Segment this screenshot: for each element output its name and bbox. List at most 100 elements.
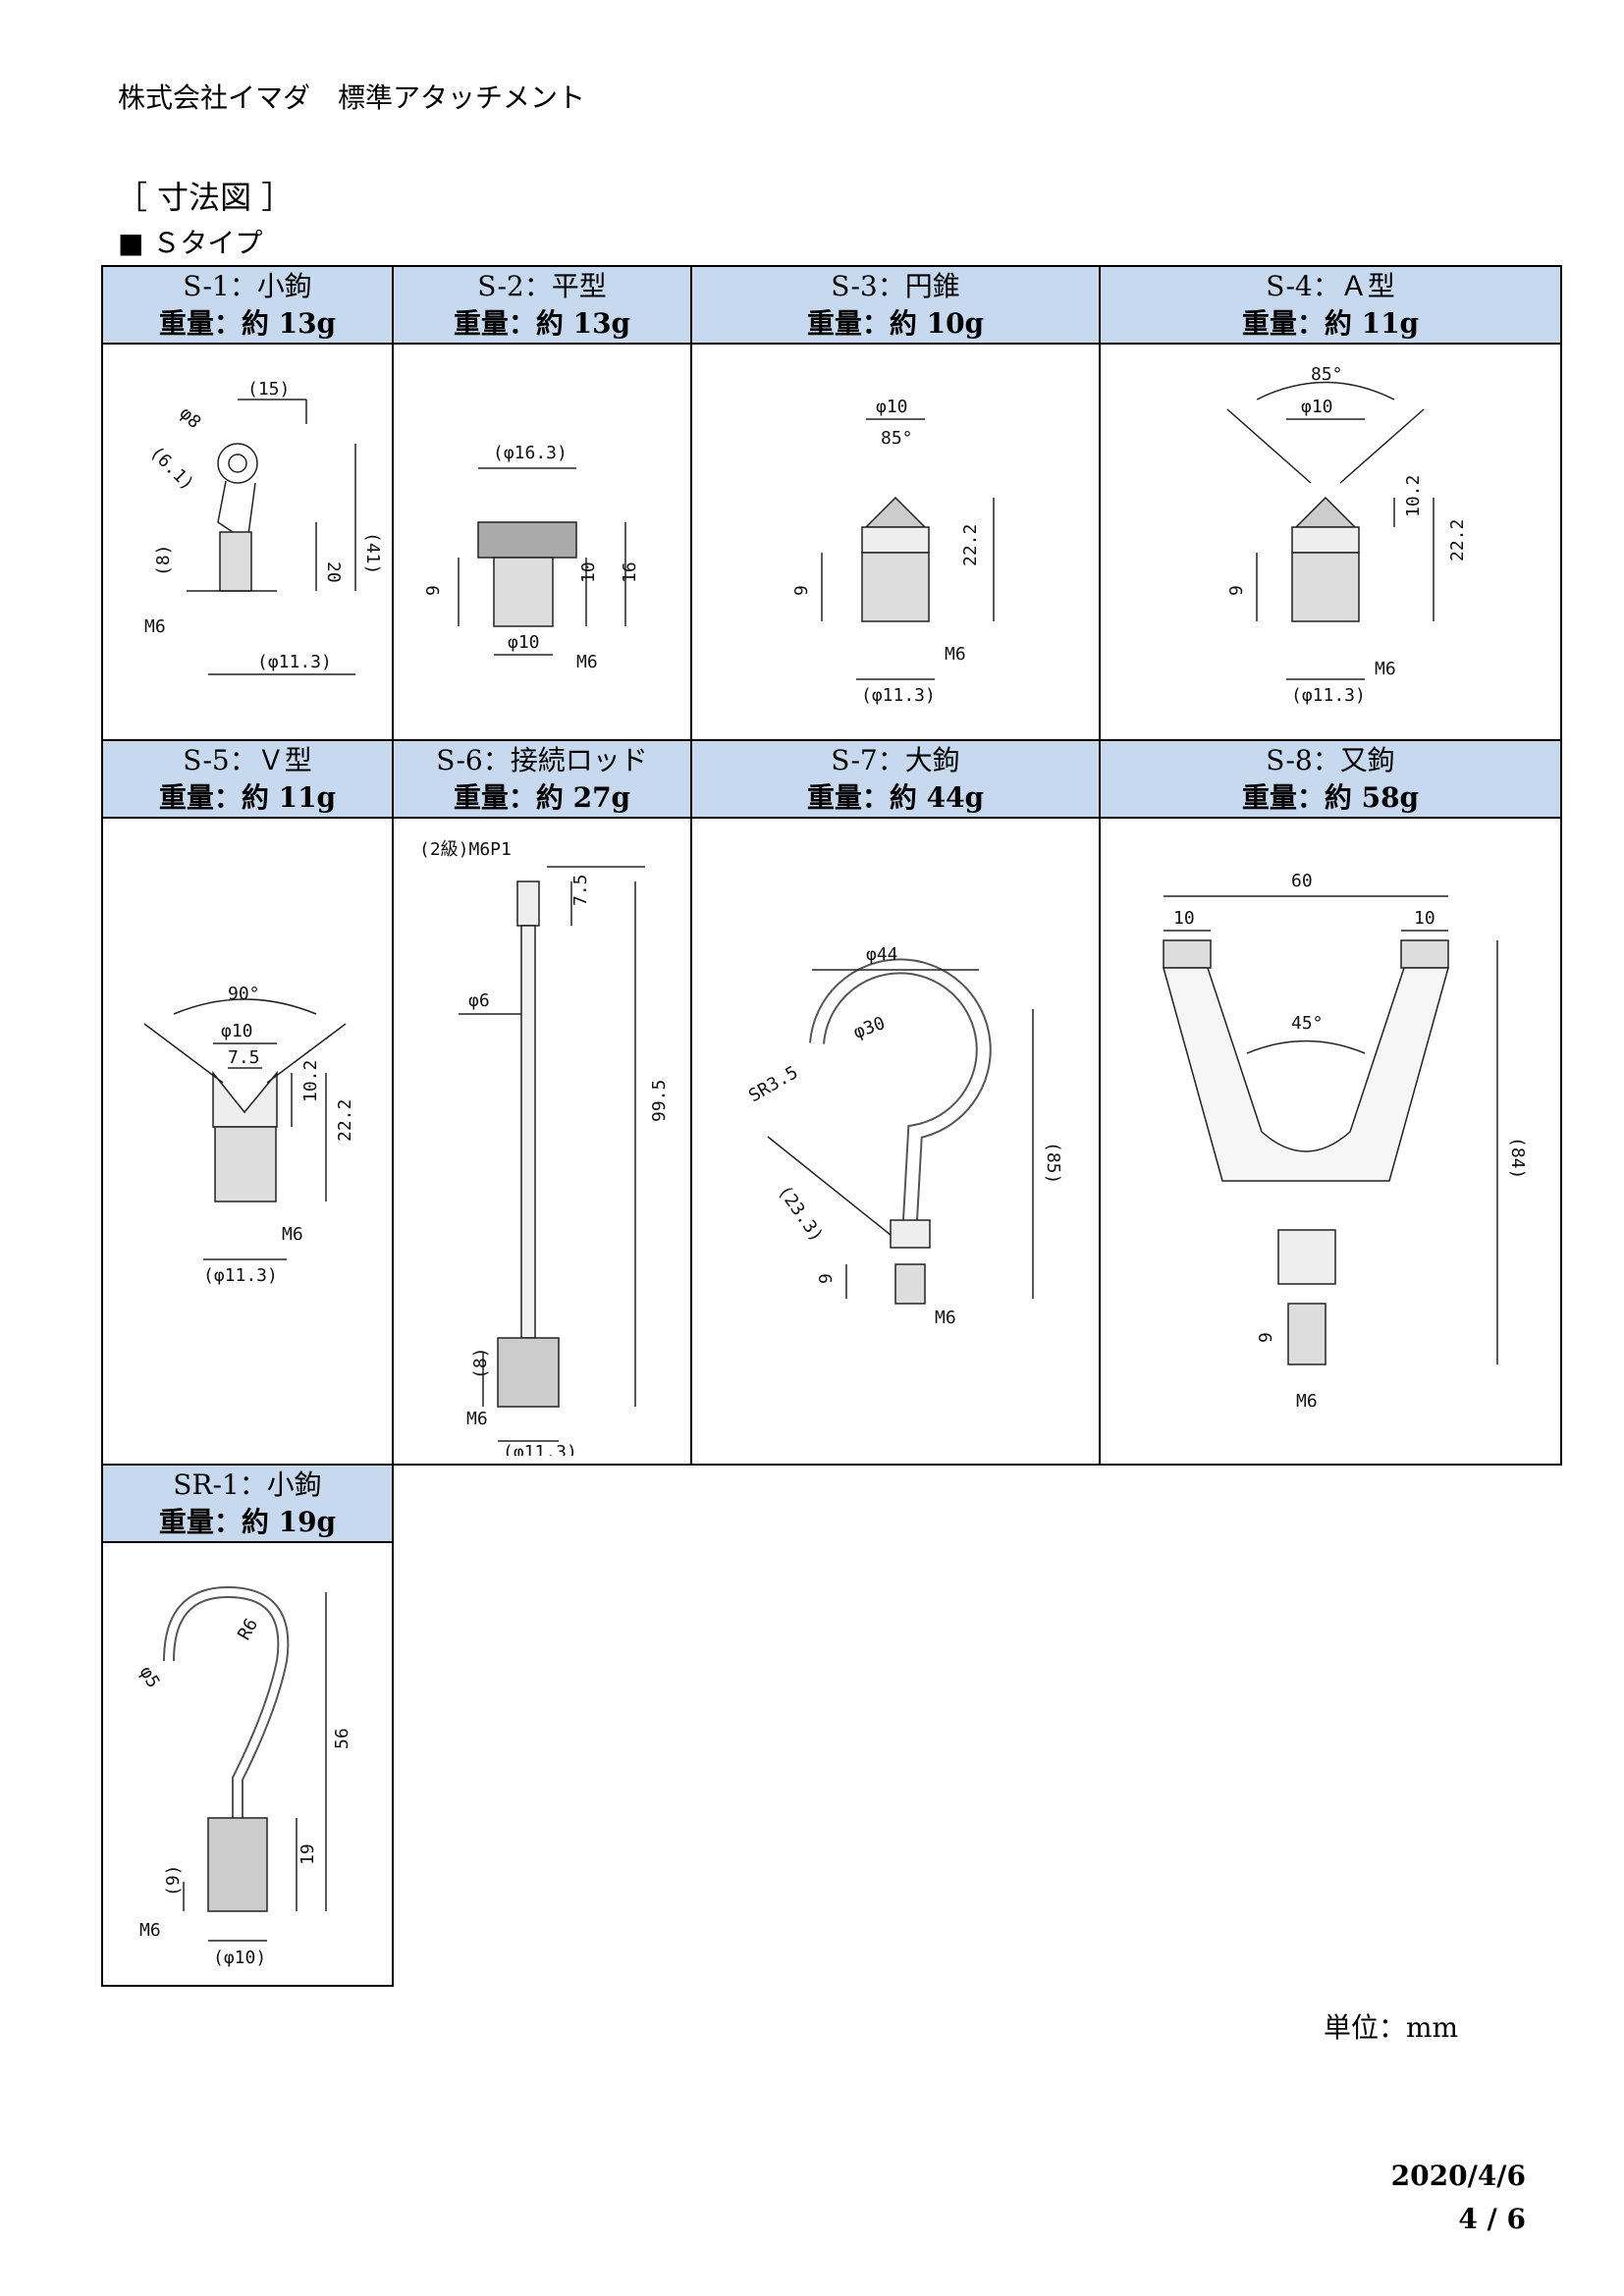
cell-header-s7: S-7：大鉤重量：約 44g [690, 739, 1101, 819]
dim-label: (φ16.3) [493, 443, 568, 463]
drawing-sr1: R6 φ5 56 19 (9) M6 (φ10) [101, 1541, 394, 1987]
dim-label: (9) [163, 1864, 184, 1896]
cell-header-s2: S-2：平型重量：約 13g [392, 265, 692, 345]
unit-label: 単位：mm [1324, 2011, 1459, 2044]
dimension-table: S-1：小鉤重量：約 13g S-2：平型重量：約 13g S-3：円錐重量：約… [101, 265, 1562, 1987]
dim-label: (2級)M6P1 [419, 839, 512, 860]
dim-label: φ8 [175, 403, 204, 433]
item-title: S-8：又鉤 [1266, 743, 1395, 776]
dim-label: (φ11.3) [1291, 685, 1366, 706]
item-weight: 重量：約 11g [158, 780, 337, 814]
item-weight: 重量：約 11g [1241, 306, 1420, 340]
dim-label: 10.2 [300, 1059, 321, 1101]
drawing-s6: (2級)M6P1 7.5 φ6 99.5 (8) M6 (φ11.3) [392, 817, 692, 1466]
cell-header-s1: S-1：小鉤重量：約 13g [101, 265, 394, 345]
dim-label: φ10 [221, 1021, 253, 1041]
dim-label: 10 [1414, 908, 1435, 929]
dim-label: 9 [791, 585, 812, 596]
subsection-title: ■ Ｓタイプ [118, 227, 263, 259]
dim-label: M6 [282, 1224, 303, 1245]
item-title: S-4：Ａ型 [1266, 269, 1395, 302]
cell-header-s4: S-4：Ａ型重量：約 11g [1099, 265, 1562, 345]
dim-label: M6 [945, 644, 966, 665]
drawing-s2: (φ16.3) 9 10 16 φ10 M6 [392, 343, 692, 741]
footer-date: 2020/4/6 [1390, 2160, 1526, 2192]
item-weight: 重量：約 27g [453, 780, 631, 814]
dim-label: 16 [620, 561, 640, 583]
dim-label: 9 [1226, 585, 1247, 596]
dim-label: 22.2 [960, 524, 981, 566]
dim-label: 7.5 [570, 874, 591, 906]
dim-label: (φ11.3) [203, 1265, 278, 1286]
dim-label: φ10 [876, 397, 908, 417]
dim-label: 45° [1291, 1013, 1324, 1034]
dim-label: (φ11.3) [257, 652, 332, 672]
dim-label: (84) [1507, 1137, 1528, 1179]
s7-drawing: φ44 φ30 SR3.5 (23.3) (85) 9 M6 [745, 944, 1063, 1328]
item-title: SR-1：小鉤 [173, 1468, 322, 1501]
dim-label: 90° [228, 984, 260, 1004]
dim-label: φ6 [468, 990, 490, 1011]
dim-label: SR3.5 [745, 1062, 801, 1106]
dim-label: (φ11.3) [503, 1442, 577, 1456]
dim-label: M6 [466, 1409, 488, 1429]
dim-label: (8) [153, 544, 174, 576]
sr1-drawing: R6 φ5 56 19 (9) M6 (φ10) [135, 1585, 352, 1968]
dim-label: R6 [234, 1615, 262, 1643]
item-weight: 重量：約 10g [806, 306, 985, 340]
s1-drawing: (15) φ8 (6.1) (41) 20 (8) M6 (φ11.3) [144, 379, 383, 675]
dim-label: M6 [144, 616, 166, 637]
document-header: 株式会社イマダ 標準アタッチメント [118, 81, 586, 114]
dim-label: 9 [423, 585, 444, 596]
item-weight: 重量：約 13g [453, 306, 631, 340]
dim-label: (6.1) [145, 443, 197, 495]
dim-label: 60 [1291, 871, 1313, 891]
dim-label: 22.2 [335, 1098, 355, 1141]
dim-label: φ30 [851, 1012, 889, 1042]
dim-label: 85° [1311, 364, 1343, 385]
dim-label: M6 [576, 652, 598, 672]
item-title: S-1：小鉤 [183, 269, 312, 302]
dim-label: (85) [1043, 1142, 1063, 1184]
dim-label: 9 [816, 1273, 837, 1284]
dim-label: 56 [332, 1728, 352, 1749]
cell-header-s3: S-3：円錐重量：約 10g [690, 265, 1101, 345]
drawing-s3: φ10 85° 22.2 9 M6 (φ11.3) [690, 343, 1101, 741]
dim-label: M6 [1296, 1391, 1318, 1412]
item-weight: 重量：約 19g [158, 1505, 337, 1538]
dim-label: (φ11.3) [861, 685, 936, 706]
s8-drawing: 60 10 10 45° (84) 9 M6 [1163, 871, 1528, 1412]
dim-label: 9 [1256, 1332, 1276, 1343]
cell-header-s8: S-8：又鉤重量：約 58g [1099, 739, 1562, 819]
dim-label: 85° [881, 428, 913, 449]
item-weight: 重量：約 58g [1241, 780, 1420, 814]
s2-drawing: (φ16.3) 9 10 16 φ10 M6 [423, 443, 640, 672]
drawing-s8: 60 10 10 45° (84) 9 M6 [1099, 817, 1562, 1466]
dim-label: 10.2 [1403, 475, 1424, 517]
dim-label: φ10 [1301, 397, 1333, 417]
dim-label: 20 [323, 561, 344, 583]
dim-label: (41) [362, 532, 383, 574]
item-title: S-6：接続ロッド [436, 743, 648, 776]
dim-label: 19 [298, 1843, 318, 1865]
dim-label: 10 [578, 561, 599, 583]
dim-label: φ44 [866, 944, 898, 965]
dim-label: 7.5 [228, 1047, 260, 1068]
dim-label: (15) [247, 379, 290, 400]
empty-cell [393, 1465, 1561, 1542]
item-weight: 重量：約 44g [806, 780, 985, 814]
dim-label: 99.5 [649, 1079, 670, 1121]
dim-label: M6 [139, 1920, 161, 1941]
page-number: 4 / 6 [1458, 2203, 1526, 2235]
drawing-s4: 85° φ10 10.2 22.2 9 (φ11.3) M6 [1099, 343, 1562, 741]
dim-label: M6 [935, 1308, 956, 1328]
dim-label: M6 [1375, 659, 1396, 679]
item-title: S-5：Ｖ型 [183, 743, 312, 776]
dim-label: (φ10) [213, 1948, 266, 1968]
s5-drawing: 90° φ10 7.5 10.2 22.2 M6 (φ11.3) [143, 984, 355, 1286]
section-title: ［ 寸法図 ］ [116, 179, 294, 216]
dim-label: φ5 [135, 1663, 164, 1691]
dim-label: 22.2 [1447, 519, 1468, 561]
drawing-s7: φ44 φ30 SR3.5 (23.3) (85) 9 M6 [690, 817, 1101, 1466]
drawing-s5: 90° φ10 7.5 10.2 22.2 M6 (φ11.3) [101, 817, 394, 1466]
